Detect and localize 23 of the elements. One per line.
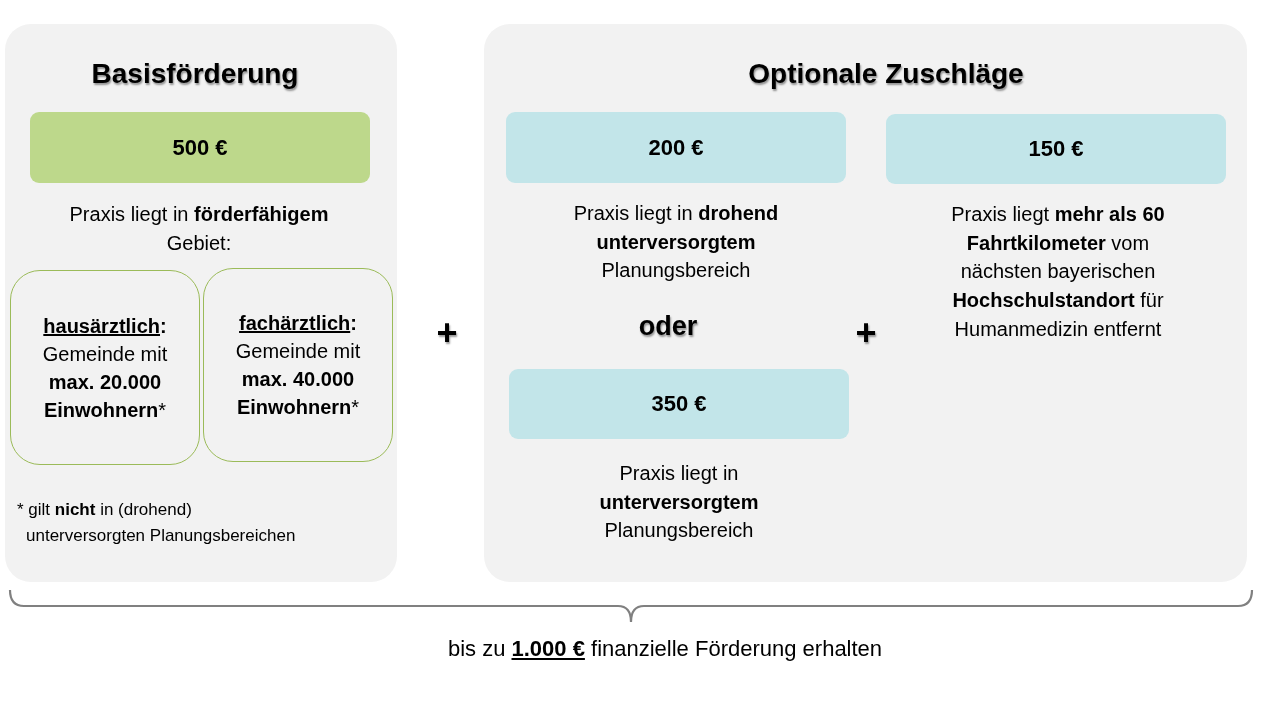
criteria-box: [10, 270, 200, 465]
summary-text: bis zu 1.000 € finanzielle Förderung erhalten: [447, 635, 883, 663]
plus-sign: +: [436, 313, 458, 353]
footnote: * gilt nicht in (drohend) unterversorgten Planungsbereichen: [17, 499, 297, 547]
rounded-panel: [5, 24, 397, 582]
amount-box: 200 €: [506, 112, 846, 183]
rounded-panel: [484, 24, 1247, 582]
condition-text: Praxis liegt mehr als 60 Fahrtkilometer vom nächsten bayerischen Hochschulstandort für Humanmedizin entfernt: [950, 202, 1166, 342]
amount-box: 350 €: [509, 369, 849, 439]
criteria-text: Gemeinde mit max. 20.000 Einwohnern*: [41, 341, 169, 423]
criteria-heading: hausärztlich:: [43, 313, 167, 339]
condition-text: Praxis liegt in förderfähigem Gebiet:: [68, 202, 330, 256]
panel-title: Optionale Zuschläge: [748, 57, 1024, 91]
criteria-box: [203, 268, 393, 462]
criteria-text: Gemeinde mit max. 40.000 Einwohnern*: [234, 339, 362, 420]
plus-sign: +: [855, 313, 877, 353]
amount-box: 150 €: [886, 114, 1226, 184]
panel-title: Basisförderung: [91, 57, 299, 91]
condition-text: Praxis liegt in drohend unterversorgtem Planungsbereich: [572, 201, 780, 284]
criteria-heading: fachärztlich:: [239, 311, 357, 336]
condition-text: Praxis liegt in unterversorgtem Planungsbereich: [598, 461, 760, 544]
amount-box: 500 €: [30, 112, 370, 183]
conjunction-text: oder: [638, 312, 698, 342]
